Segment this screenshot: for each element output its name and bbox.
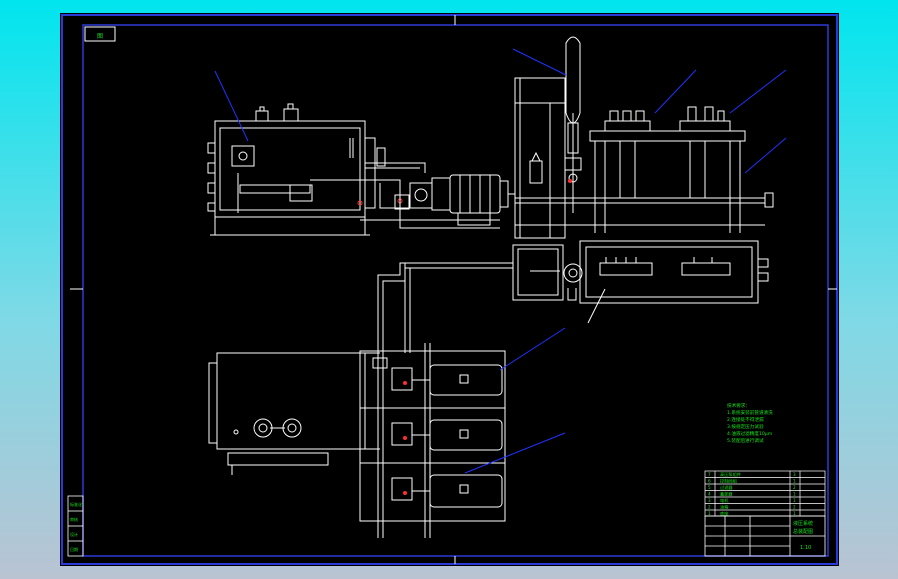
corner-tag: 图 — [97, 33, 103, 40]
strip-item: 日期 — [70, 546, 78, 552]
filter-bench — [589, 106, 774, 233]
oil-tank-unit — [207, 103, 386, 236]
drawing-sheet: 图 — [60, 13, 839, 566]
part-name: 电机 — [720, 497, 729, 504]
pump-bank — [359, 343, 506, 538]
technical-notes: 技术要求： 1.系统安装前管道清洗 2.连接处不得泄漏 3.按规定压力试验 4.… — [727, 402, 773, 444]
part-no: 5 — [708, 485, 711, 490]
part-qty: 1 — [793, 492, 796, 497]
note-line: 2.连接处不得泄漏 — [727, 416, 764, 423]
title-line-2: 总装配图 — [793, 528, 813, 535]
part-qty: 2 — [793, 485, 796, 490]
part-name: 高压泵组件 — [720, 471, 741, 478]
note-line: 1.系统安装前管道清洗 — [727, 409, 773, 416]
part-name: 蓄能器 — [720, 491, 733, 498]
suction-pipework — [310, 162, 500, 229]
title-block — [704, 515, 826, 557]
left-signature-strip — [67, 495, 84, 557]
part-no: 1 — [708, 511, 711, 516]
part-qty: 1 — [793, 511, 796, 516]
accumulator — [564, 36, 582, 213]
inner-frame — [82, 24, 829, 557]
strip-item: 审核 — [70, 516, 78, 522]
part-qty: 1 — [793, 479, 796, 484]
parts-list-rows: 7 高压泵组件 3 6 控制阀组 1 5 过滤器 2 4 蓄能器 1 3 电机 … — [708, 471, 796, 517]
main-reservoir — [208, 352, 380, 475]
note-line: 5.装配后进行调试 — [727, 437, 764, 444]
motor-pump-set — [409, 174, 515, 226]
valve-marker — [568, 179, 572, 183]
note-line: 技术要求： — [727, 402, 750, 409]
title-line-1: 液压系统 — [793, 520, 813, 527]
note-line: 3.按规定压力试验 — [727, 423, 764, 430]
control-manifold — [512, 240, 769, 304]
part-qty: 1 — [793, 498, 796, 503]
part-name: 底座 — [720, 510, 728, 517]
part-no: 7 — [708, 472, 711, 477]
part-no: 3 — [708, 498, 711, 503]
corner-tag-box — [84, 26, 116, 42]
part-name: 过滤器 — [720, 484, 733, 491]
pressure-pipework — [377, 262, 513, 353]
accumulator-frame — [514, 77, 765, 239]
part-no: 4 — [708, 492, 711, 497]
strip-item: 标准化 — [70, 501, 82, 507]
cad-drawing: 图 — [61, 14, 838, 565]
parts-list-table — [704, 470, 826, 517]
part-no: 2 — [708, 505, 711, 510]
note-line: 4.油液过滤精度10μm — [727, 430, 773, 437]
scale-label: 1:10 — [800, 545, 811, 551]
part-qty: 3 — [793, 472, 796, 477]
part-no: 6 — [708, 479, 711, 484]
strip-item: 设计 — [70, 531, 78, 537]
part-name: 控制阀组 — [720, 478, 737, 485]
leader-line-white — [587, 288, 606, 324]
part-name: 油箱 — [720, 504, 728, 511]
part-qty: 2 — [793, 505, 796, 510]
leader-lines — [214, 48, 787, 474]
pump-valve-markers — [403, 381, 407, 495]
